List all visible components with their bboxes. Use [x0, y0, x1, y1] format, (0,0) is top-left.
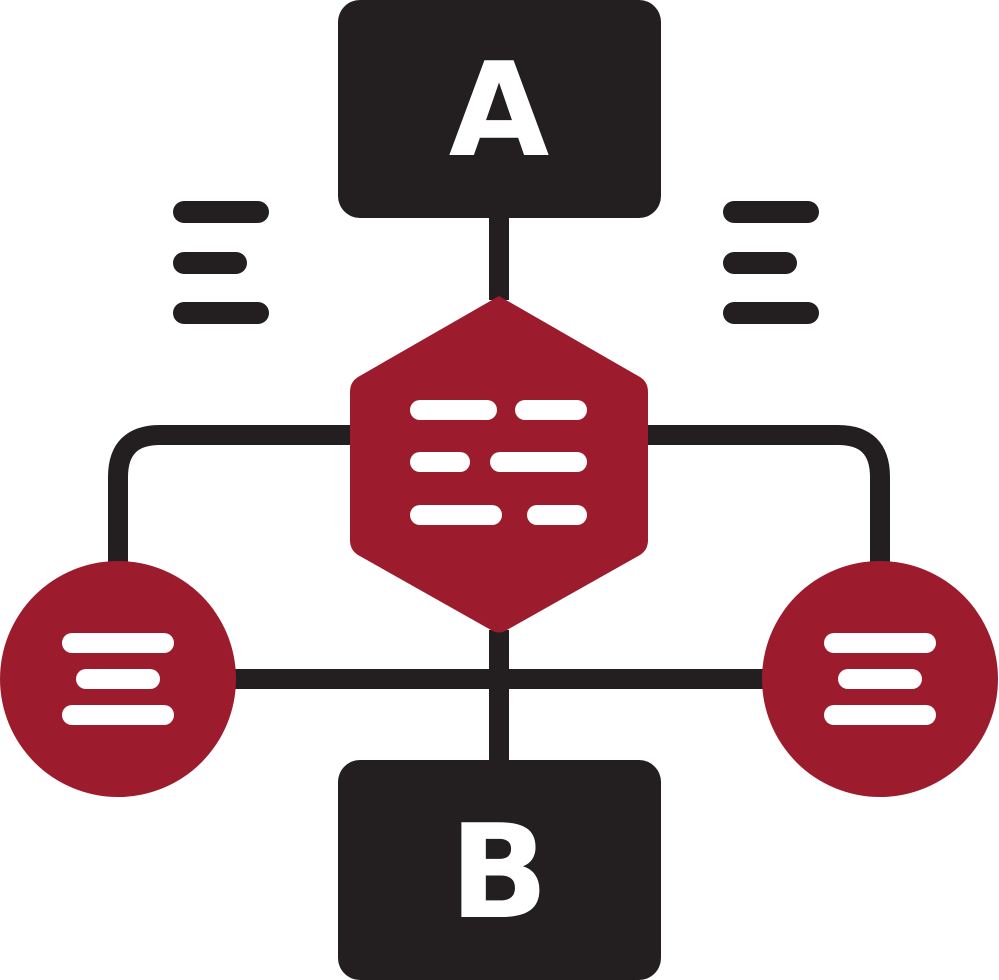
circle-list-icon-left [0, 561, 236, 797]
hexagon-text-icon [350, 296, 648, 633]
connectors [108, 215, 890, 765]
hexagon-text-lines [410, 400, 587, 525]
circle-list-icon-right [762, 561, 998, 797]
node-b-label: B [449, 796, 548, 948]
list-lines-icon-left [173, 201, 269, 324]
connector-right-branch [643, 425, 890, 570]
node-b-box [338, 760, 661, 980]
node-a-box [338, 0, 661, 218]
connector-left-branch [108, 425, 355, 570]
list-lines-icon-right [723, 201, 819, 324]
node-a-label: A [449, 34, 550, 186]
node-a: A [338, 0, 661, 218]
node-b: B [338, 760, 661, 980]
